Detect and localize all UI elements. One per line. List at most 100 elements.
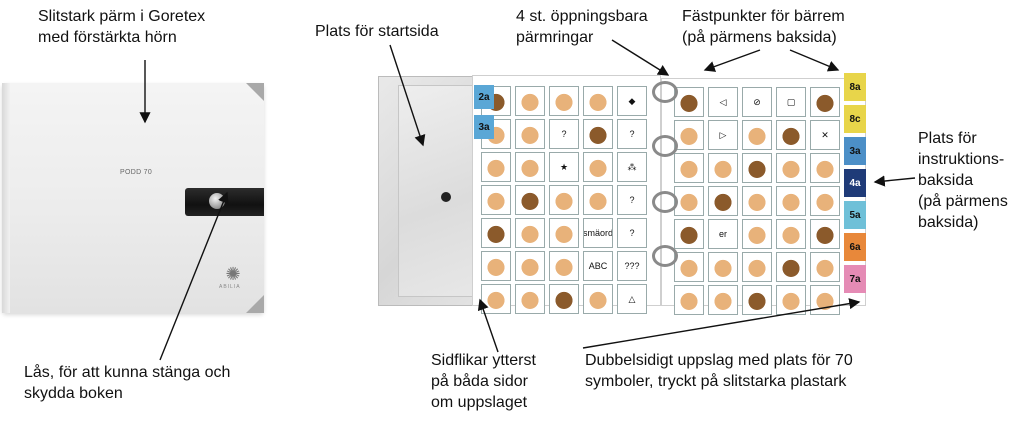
left-symbol-cell[interactable] [515, 251, 545, 281]
left-symbol-cell[interactable]: ★ [549, 152, 579, 182]
left-symbol-cell[interactable]: ? [617, 119, 647, 149]
left-symbol-cell[interactable] [515, 284, 545, 314]
page-tabs-annotation: Sidflikar ytterst på båda sidor om uppsl… [431, 352, 536, 411]
left-symbol-cell[interactable]: ◆ [617, 86, 647, 116]
right-symbol-cell[interactable] [776, 285, 806, 315]
right-symbol-cell[interactable] [776, 153, 806, 183]
left-symbol-cell[interactable]: ⁂ [617, 152, 647, 182]
right-symbol-cell[interactable] [776, 120, 806, 150]
right-page-tab[interactable]: 8a [844, 73, 866, 101]
right-page: ◁⊘▢ ▷ ✕ er [661, 78, 866, 315]
right-symbol-grid: ◁⊘▢ ▷ ✕ er [674, 87, 840, 315]
binder-ring-icon[interactable] [652, 245, 678, 267]
left-symbol-cell[interactable] [549, 218, 579, 248]
right-symbol-cell[interactable] [810, 87, 840, 117]
right-symbol-cell[interactable]: ▷ [708, 120, 738, 150]
left-symbol-cell[interactable] [549, 185, 579, 215]
left-symbol-cell[interactable]: △ [617, 284, 647, 314]
closed-binder: PODD 70 ✺ ABILIA [2, 83, 264, 313]
arrow-to-instructions [873, 175, 916, 187]
left-symbol-cell[interactable] [583, 119, 613, 149]
cover-annotation: Slitstark pärm i Goretex med förstärkta … [38, 8, 206, 46]
right-symbol-cell[interactable] [674, 285, 704, 315]
left-symbol-cell[interactable] [583, 284, 613, 314]
right-symbol-cell[interactable]: ✕ [810, 120, 840, 150]
right-symbol-cell[interactable] [674, 87, 704, 117]
left-symbol-cell[interactable] [583, 86, 613, 116]
right-symbol-cell[interactable] [810, 153, 840, 183]
binder-title: PODD 70 [120, 169, 153, 176]
left-symbol-cell[interactable]: ? [549, 119, 579, 149]
left-symbol-cell[interactable] [515, 185, 545, 215]
right-symbol-cell[interactable] [674, 252, 704, 282]
right-symbol-cell[interactable] [742, 252, 772, 282]
right-symbol-cell[interactable] [742, 186, 772, 216]
right-symbol-cell[interactable] [674, 120, 704, 150]
right-symbol-cell[interactable] [810, 186, 840, 216]
right-symbol-cell[interactable] [708, 252, 738, 282]
left-symbol-cell[interactable] [481, 218, 511, 248]
right-symbol-cell[interactable] [742, 285, 772, 315]
left-symbol-cell[interactable] [549, 251, 579, 281]
right-symbol-cell[interactable]: ◁ [708, 87, 738, 117]
right-page-tab[interactable]: 6a [844, 233, 866, 261]
right-symbol-cell[interactable] [776, 219, 806, 249]
right-symbol-cell[interactable] [708, 186, 738, 216]
lock-annotation: Lås, för att kunna stänga och skydda bok… [24, 364, 231, 402]
right-symbol-cell[interactable] [708, 285, 738, 315]
left-symbol-cell[interactable] [549, 284, 579, 314]
snap-button-icon[interactable] [209, 193, 225, 209]
binder-spine [2, 83, 10, 313]
left-symbol-cell[interactable] [515, 152, 545, 182]
right-page-tab[interactable]: 4a [844, 169, 866, 197]
right-symbol-cell[interactable] [810, 285, 840, 315]
right-symbol-cell[interactable] [776, 252, 806, 282]
right-symbol-cell[interactable]: er [708, 219, 738, 249]
left-symbol-cell[interactable] [481, 251, 511, 281]
right-symbol-cell[interactable] [810, 252, 840, 282]
right-symbol-cell[interactable] [742, 153, 772, 183]
left-symbol-cell[interactable] [515, 86, 545, 116]
right-page-tab[interactable]: 8c [844, 105, 866, 133]
right-symbol-cell[interactable] [742, 219, 772, 249]
right-page-tab[interactable]: 3a [844, 137, 866, 165]
right-symbol-cell[interactable] [674, 186, 704, 216]
left-symbol-cell[interactable] [583, 152, 613, 182]
start-page-annotation: Plats för startsida [315, 23, 439, 40]
right-symbol-cell[interactable] [674, 153, 704, 183]
left-symbol-cell[interactable] [549, 86, 579, 116]
left-symbol-cell[interactable]: ? [617, 185, 647, 215]
abilia-logo-icon: ✺ [225, 264, 241, 284]
right-symbol-cell[interactable] [708, 153, 738, 183]
left-symbol-cell[interactable] [481, 152, 511, 182]
left-symbol-cell[interactable]: ABC [583, 251, 613, 281]
left-symbol-cell[interactable] [515, 218, 545, 248]
left-symbol-cell[interactable]: ??? [617, 251, 647, 281]
right-symbol-cell[interactable] [742, 120, 772, 150]
left-symbol-cell[interactable]: smäord [583, 218, 613, 248]
right-symbol-cell[interactable]: ▢ [776, 87, 806, 117]
left-symbol-cell[interactable] [583, 185, 613, 215]
left-symbol-cell[interactable] [481, 185, 511, 215]
right-page-tab[interactable]: 5a [844, 201, 866, 229]
binder-ring-icon[interactable] [652, 81, 678, 103]
spread-annotation: Dubbelsidigt uppslag med plats för 70 sy… [585, 352, 853, 390]
left-symbol-cell[interactable] [481, 284, 511, 314]
pocket-snap-icon [441, 192, 451, 202]
arrow-attach-left [703, 49, 761, 72]
binder-ring-icon[interactable] [652, 135, 678, 157]
right-symbol-cell[interactable] [776, 186, 806, 216]
left-symbol-cell[interactable] [515, 119, 545, 149]
left-symbol-grid: ◆??★⁂?smäord?ABC???△ [481, 86, 647, 314]
logo-text: ABILIA [219, 284, 241, 290]
right-symbol-cell[interactable] [674, 219, 704, 249]
right-page-tab[interactable]: 7a [844, 265, 866, 293]
right-symbol-cell[interactable] [810, 219, 840, 249]
left-page-tab[interactable]: 2a [474, 85, 494, 109]
binder-ring-icon[interactable] [652, 191, 678, 213]
left-page-tab[interactable]: 3a [474, 115, 494, 139]
left-symbol-cell[interactable]: ? [617, 218, 647, 248]
left-page: ◆??★⁂?smäord?ABC???△ [472, 75, 661, 314]
right-symbol-cell[interactable]: ⊘ [742, 87, 772, 117]
